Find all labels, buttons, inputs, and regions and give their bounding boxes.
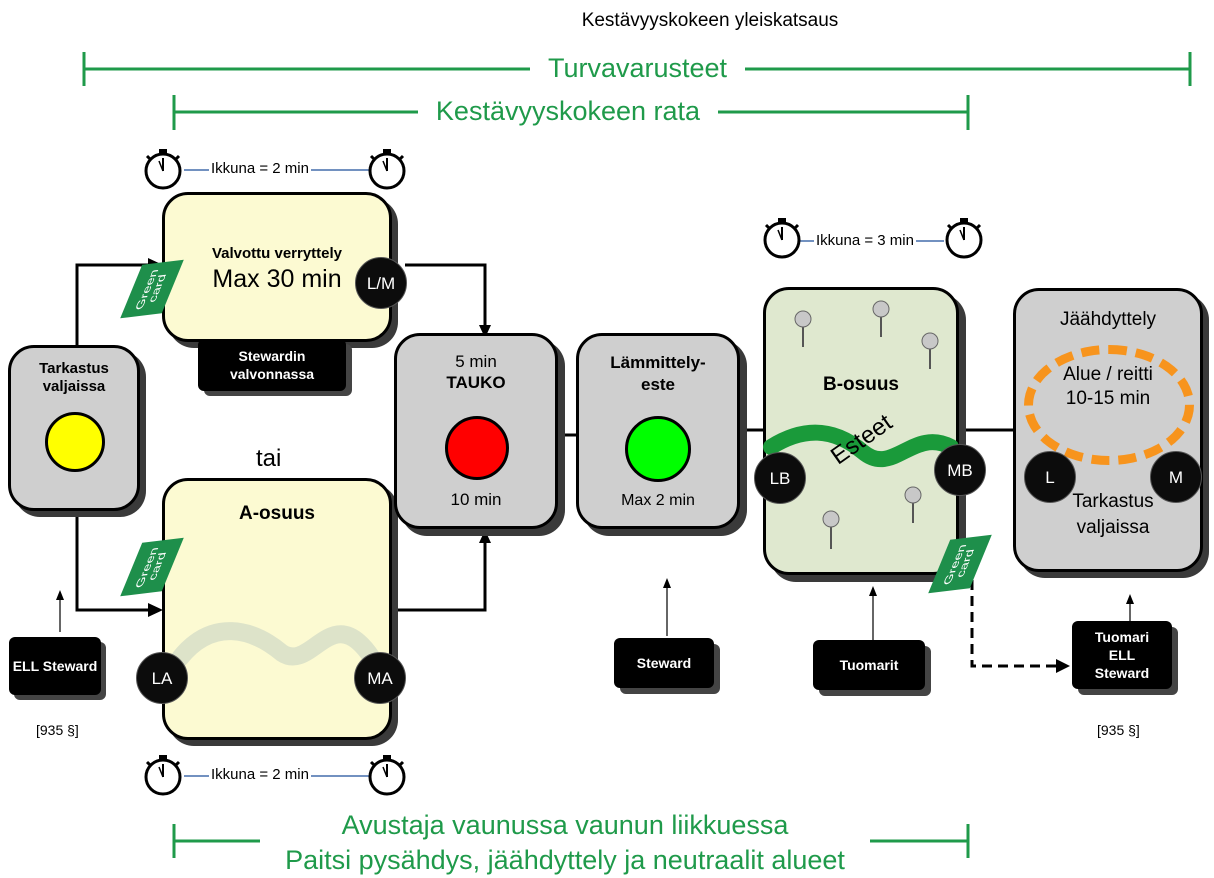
inspection-title: Tarkastus valjaissa — [39, 360, 109, 395]
stopwatch-icon — [144, 755, 182, 796]
pin-icon — [822, 510, 840, 549]
break-box: 5 min TAUKO 10 min — [394, 333, 558, 529]
judges-label: Tuomarit — [813, 640, 925, 690]
pin-icon — [921, 332, 939, 369]
a-section-box: A-osuus — [162, 478, 392, 740]
green-lamp — [625, 416, 691, 482]
red-lamp — [445, 416, 509, 480]
a-section-track — [171, 622, 381, 667]
cooldown-area: Alue / reitti 10-15 min — [1063, 364, 1153, 409]
node-mb: MB — [934, 444, 986, 496]
cooldown-ring — [1024, 345, 1194, 465]
b-section-title: B-osuus — [823, 374, 899, 395]
stopwatch-icon — [763, 218, 801, 259]
pin-icon — [872, 300, 890, 337]
stopwatch-icon — [368, 755, 406, 796]
stopwatch-icon — [945, 218, 983, 259]
node-m: M — [1150, 451, 1202, 503]
warmup-obstacle-title: Lämmittely-este — [610, 353, 706, 394]
yellow-lamp — [45, 412, 105, 472]
warmup-title: Valvottu verryttely — [211, 245, 343, 262]
judge-ell-steward-label: Tuomari ELL Steward — [1072, 621, 1172, 689]
avustaja-line-1: Avustaja vaunussa vaunun liikkuessa — [341, 810, 789, 840]
break-title: TAUKO — [446, 373, 506, 392]
span-turvavarusteet-line — [82, 52, 1192, 86]
steward-supervision-label: Stewardin valvonnassa — [198, 339, 346, 391]
span-rata-label: Kestävyyskokeen rata — [435, 96, 701, 126]
node-lm: L/M — [355, 257, 407, 309]
break-bottom-text: 10 min — [450, 490, 502, 509]
pin-icon — [794, 310, 812, 347]
a-section-title: A-osuus — [239, 503, 315, 524]
span-rata-line — [172, 95, 970, 130]
b-section-track — [763, 300, 959, 549]
cooldown-box: Jäähdyttely Alue / reitti 10-15 min Tark… — [1013, 288, 1203, 572]
node-ma: MA — [354, 652, 406, 704]
inspection-box: Tarkastus valjaissa — [8, 345, 140, 511]
window-bottom-label: Ikkuna = 2 min — [209, 766, 311, 783]
stopwatch-icon — [368, 149, 406, 190]
node-la: LA — [136, 652, 188, 704]
ref-left: [935 §] — [36, 722, 79, 738]
node-l: L — [1024, 451, 1076, 503]
stopwatch-icon — [144, 149, 182, 190]
steward-label: Steward — [614, 638, 714, 688]
span-avustaja-line — [172, 824, 970, 858]
span-turvavarusteet-label: Turvavarusteet — [547, 53, 728, 83]
cooldown-title: Jäähdyttely — [1059, 309, 1157, 330]
span-avustaja-label: Avustaja vaunussa vaunun liikkuessa Pait… — [260, 808, 870, 878]
node-lb: LB — [754, 452, 806, 504]
warmup-box: Valvottu verryttely Max 30 min — [162, 192, 392, 342]
diagram-title: Kestävyyskokeen yleiskatsaus — [581, 10, 839, 31]
warmup-obstacle-box: Lämmittely-este Max 2 min — [576, 333, 740, 529]
window-top-label: Ikkuna = 2 min — [209, 160, 311, 177]
break-top-text: 5 min — [455, 352, 497, 371]
avustaja-line-2: Paitsi pysähdys, jäähdyttely ja neutraal… — [285, 845, 845, 875]
pin-icon — [904, 486, 922, 523]
warmup-subtitle: Max 30 min — [212, 265, 342, 293]
cooldown-inspection: Tarkastus valjaissa — [1072, 491, 1154, 538]
ell-steward-label: ELL Steward — [9, 637, 101, 695]
warmup-obstacle-bottom: Max 2 min — [621, 492, 695, 509]
or-text: tai — [256, 445, 282, 472]
window-b-label: Ikkuna = 3 min — [814, 232, 916, 249]
ref-right: [935 §] — [1097, 722, 1140, 738]
